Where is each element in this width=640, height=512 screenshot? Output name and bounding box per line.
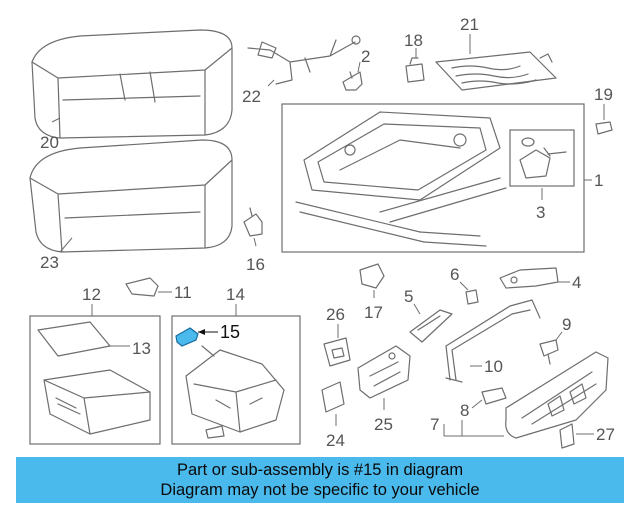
part-22-wire-harness[interactable] (247, 35, 361, 85)
callout-6[interactable]: 6 (450, 265, 459, 284)
callout-18[interactable]: 18 (404, 31, 423, 50)
callout-2[interactable]: 2 (361, 47, 370, 66)
part-2-clip[interactable] (342, 71, 363, 91)
part-14-box (171, 315, 301, 445)
part-4-lever[interactable] (499, 267, 559, 289)
callout-8[interactable]: 8 (460, 401, 469, 420)
part-27-cover[interactable] (559, 423, 575, 449)
callout-9[interactable]: 9 (562, 315, 571, 334)
part-10-cable[interactable] (445, 299, 541, 383)
callout-15[interactable]: 15 (220, 322, 240, 342)
part-19-cap[interactable] (595, 121, 613, 135)
part-20-cushion-pad[interactable] (31, 29, 233, 139)
banner-line-2: Diagram may not be specific to your vehi… (160, 481, 480, 499)
part-1-frame-box (281, 103, 585, 253)
callout-27[interactable]: 27 (596, 425, 615, 444)
callout-17[interactable]: 17 (364, 303, 383, 322)
callout-22[interactable]: 22 (242, 87, 261, 106)
callout-5[interactable]: 5 (404, 287, 413, 306)
part-16-bracket[interactable] (243, 207, 263, 237)
callout-16[interactable]: 16 (246, 255, 265, 274)
part-7-side-shield[interactable] (505, 351, 609, 439)
callout-23[interactable]: 23 (40, 253, 59, 272)
part-6-clip[interactable] (465, 289, 479, 305)
part-18-bracket[interactable] (405, 57, 425, 83)
callout-19[interactable]: 19 (594, 85, 613, 104)
part-11-clip[interactable] (125, 277, 159, 297)
part-25-control-module[interactable] (357, 345, 411, 399)
callout-11[interactable]: 11 (174, 283, 192, 302)
callout-20[interactable]: 20 (40, 133, 59, 152)
part-23-cushion-cover[interactable] (29, 139, 233, 253)
part-14-seat-side-cover[interactable] (185, 345, 285, 439)
part-24-switch[interactable] (321, 381, 345, 413)
callout-26[interactable]: 26 (326, 305, 345, 324)
part-3-seat-motor[interactable] (519, 137, 567, 179)
part-17-bracket[interactable] (359, 263, 385, 289)
callout-14[interactable]: 14 (226, 285, 245, 304)
callout-1[interactable]: 1 (594, 171, 603, 190)
part-13-tray-mat[interactable] (37, 321, 111, 357)
callout-21[interactable]: 21 (460, 15, 479, 34)
callout-12[interactable]: 12 (82, 285, 101, 304)
info-banner: Part or sub-assembly is #15 in diagram D… (16, 457, 624, 503)
callout-10[interactable]: 10 (484, 357, 503, 376)
part-3-box (509, 129, 575, 187)
callout-25[interactable]: 25 (374, 415, 393, 434)
banner-line-1: Part or sub-assembly is #15 in diagram (176, 461, 464, 479)
callout-4[interactable]: 4 (572, 273, 581, 292)
part-26-switch[interactable] (323, 337, 351, 367)
parts-diagram: 20 23 22 2 18 21 19 (29, 15, 615, 450)
part-12-box (29, 315, 161, 445)
part-21-heater-mat[interactable] (435, 51, 557, 91)
part-12-storage-tray[interactable] (43, 369, 151, 435)
callout-13[interactable]: 13 (132, 339, 151, 358)
callout-24[interactable]: 24 (326, 431, 345, 450)
callout-3[interactable]: 3 (536, 203, 545, 222)
part-9-bolt[interactable] (539, 339, 559, 365)
callout-7[interactable]: 7 (430, 415, 439, 434)
part-5-knob-trim[interactable] (409, 309, 453, 343)
part-15-bulb[interactable] (175, 327, 199, 347)
part-1-seat-frame[interactable] (295, 111, 507, 247)
part-8-clip[interactable] (481, 387, 507, 405)
